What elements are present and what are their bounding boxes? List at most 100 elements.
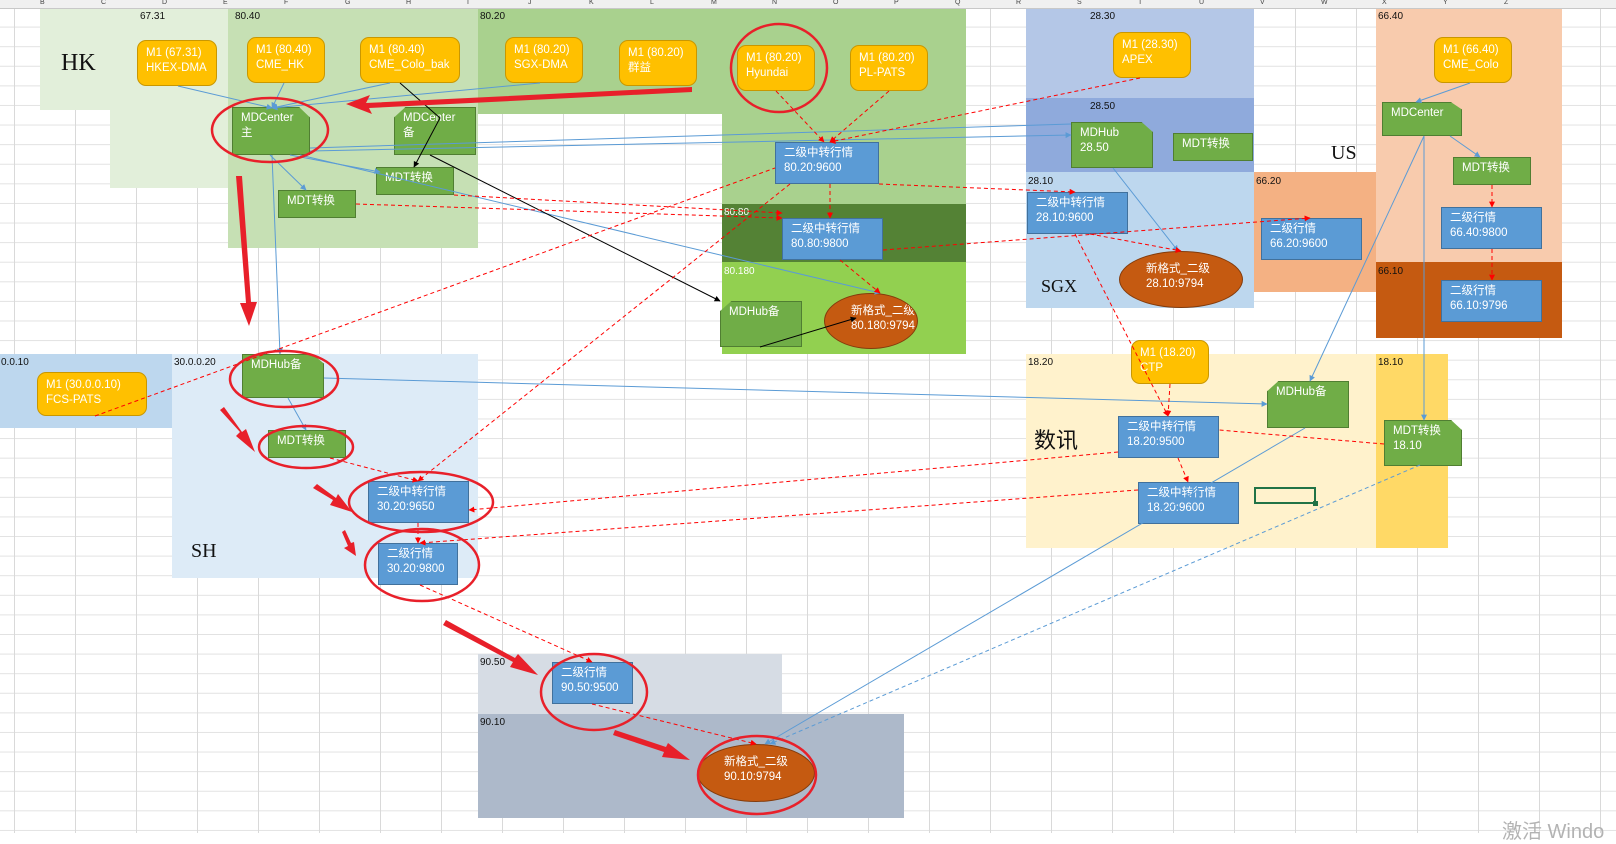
m1-cme-colo-bak-node[interactable]: M1 (80.40)CME_Colo_bak <box>360 37 460 83</box>
m1-apex-node[interactable]: M1 (28.30)APEX <box>1113 32 1191 78</box>
node-text-line: 二级行情 <box>387 548 433 560</box>
column-header-letter[interactable]: I <box>467 0 469 6</box>
column-header-letter[interactable]: H <box>406 0 412 6</box>
node-text-line: 28.10:9600 <box>1036 212 1094 224</box>
mdt-converter-sg[interactable]: MDT转换 <box>1173 133 1253 161</box>
region-label-shuxun: 数讯 <box>1034 428 1079 453</box>
column-header-letter[interactable]: L <box>650 0 654 6</box>
zone-label-18-20: 18.20 <box>1028 357 1054 368</box>
mdcenter-us-node[interactable]: MDCenter <box>1382 102 1462 136</box>
region-label-sgx: SGX <box>1041 276 1078 296</box>
node-text-line: 主 <box>241 127 253 139</box>
column-header-letter[interactable]: S <box>1077 0 1082 6</box>
m1-cme-hk-node[interactable]: M1 (80.40)CME_HK <box>247 37 325 83</box>
node-text-line: MDCenter <box>241 112 294 124</box>
node-text-line: M1 (80.40) <box>369 44 425 56</box>
mdcenter-main-node[interactable]: MDCenter 主 <box>232 107 310 155</box>
node-text-line: CME_Colo <box>1443 59 1499 71</box>
zone-label-80-180: 80.180 <box>724 266 755 277</box>
node-text-line: 66.40:9800 <box>1450 227 1508 239</box>
column-header-letter[interactable]: X <box>1382 0 1387 6</box>
column-header-letter[interactable]: J <box>528 0 532 6</box>
node-text-line: MDCenter <box>1391 107 1444 119</box>
mdt-converter-us[interactable]: MDT转换 <box>1453 157 1531 185</box>
column-header-letter[interactable]: Q <box>955 0 961 6</box>
node-text-line: 66.20:9600 <box>1270 238 1328 250</box>
column-header-letter[interactable]: U <box>1199 0 1205 6</box>
mdhub-backup-hk-node[interactable]: MDHub备 <box>720 301 802 347</box>
zone-label-fcs: 0.0.10 <box>1 357 29 368</box>
node-text-line: MDT转换 <box>1462 162 1510 174</box>
zone-label-80-40: 80.40 <box>235 11 261 22</box>
column-header-letter[interactable]: Z <box>1504 0 1509 6</box>
column-header-letter[interactable]: D <box>162 0 168 6</box>
node-text-line: 18.20:9500 <box>1127 436 1185 448</box>
node-text-line: 80.80:9800 <box>791 238 849 250</box>
mdt-converter-sh[interactable]: MDT转换 <box>268 430 346 458</box>
m1-fcs-pats-node[interactable]: M1 (30.0.0.10)FCS-PATS <box>37 372 147 416</box>
node-text-line: 80.180:9794 <box>851 320 915 332</box>
column-header-letter[interactable]: E <box>223 0 228 6</box>
mdhub-28-50-node[interactable]: MDHub 28.50 <box>1071 122 1153 168</box>
mdt-converter-hk-1[interactable]: MDT转换 <box>278 190 356 218</box>
zone-label-18-10: 18.10 <box>1378 357 1404 368</box>
selected-cell-cursor[interactable] <box>1254 487 1318 506</box>
node-text-line: 28.50 <box>1080 142 1109 154</box>
zone-90-10 <box>478 714 904 818</box>
m1-qunyi-node[interactable]: M1 (80.20)群益 <box>619 40 697 86</box>
node-text-line: 二级行情 <box>1450 285 1496 297</box>
node-text-line: M1 (66.40) <box>1443 44 1499 56</box>
node-text-line: MDT转换 <box>1182 138 1230 150</box>
m1-cme-colo-node[interactable]: M1 (66.40) CME_Colo <box>1434 37 1512 83</box>
column-header-letter[interactable]: W <box>1321 0 1328 6</box>
column-header-letter[interactable]: R <box>1016 0 1022 6</box>
mdhub-backup-sh-node[interactable]: MDHub备 <box>242 354 324 398</box>
column-header-letter[interactable]: T <box>1138 0 1143 6</box>
column-header-letter[interactable]: P <box>894 0 899 6</box>
mdt-converter-hk-2[interactable]: MDT转换 <box>376 167 454 195</box>
column-header-letter[interactable]: B <box>40 0 45 6</box>
node-text-line: MDHub备 <box>251 359 302 371</box>
node-text-line: 二级中转行情 <box>377 486 446 498</box>
column-header-letter[interactable]: K <box>589 0 594 6</box>
m1-pl-pats-node[interactable]: M1 (80.20)PL-PATS <box>850 45 928 91</box>
node-text-line: FCS-PATS <box>46 394 102 406</box>
node-text-line: 90.10:9794 <box>724 771 782 783</box>
m1-sgx-dma-node[interactable]: M1 (80.20)SGX-DMA <box>505 37 583 83</box>
column-header-letter[interactable]: M <box>711 0 717 6</box>
column-header-letter[interactable]: C <box>101 0 107 6</box>
node-text-line: 备 <box>403 127 415 139</box>
node-text-line: MDHub <box>1080 127 1119 139</box>
node-text-line: 80.20:9600 <box>784 162 842 174</box>
zone-label-28-50: 28.50 <box>1090 101 1116 112</box>
m1-hyundai-node[interactable]: M1 (80.20)Hyundai <box>737 45 815 91</box>
m1-hkex-dma-node[interactable]: M1 (67.31)HKEX-DMA <box>137 40 217 86</box>
column-header-letter[interactable]: O <box>833 0 839 6</box>
column-header-letter[interactable]: V <box>1260 0 1265 6</box>
mdhub-backup-shuxun-node[interactable]: MDHub备 <box>1267 381 1349 428</box>
m1-ctp-node[interactable]: M1 (18.20)CTP <box>1131 340 1209 384</box>
node-text-line: 新格式_二级 <box>851 305 915 317</box>
column-header-letter[interactable]: G <box>345 0 351 6</box>
zone-label-66-40: 66.40 <box>1378 11 1404 22</box>
column-header-letter[interactable]: F <box>284 0 289 6</box>
column-header-letter[interactable]: N <box>772 0 778 6</box>
column-header-letter[interactable]: Y <box>1443 0 1448 6</box>
node-text-line: M1 (80.20) <box>514 44 570 56</box>
newformat-80-180-9794-node[interactable]: 新格式_二级 80.180:9794 <box>824 293 918 349</box>
